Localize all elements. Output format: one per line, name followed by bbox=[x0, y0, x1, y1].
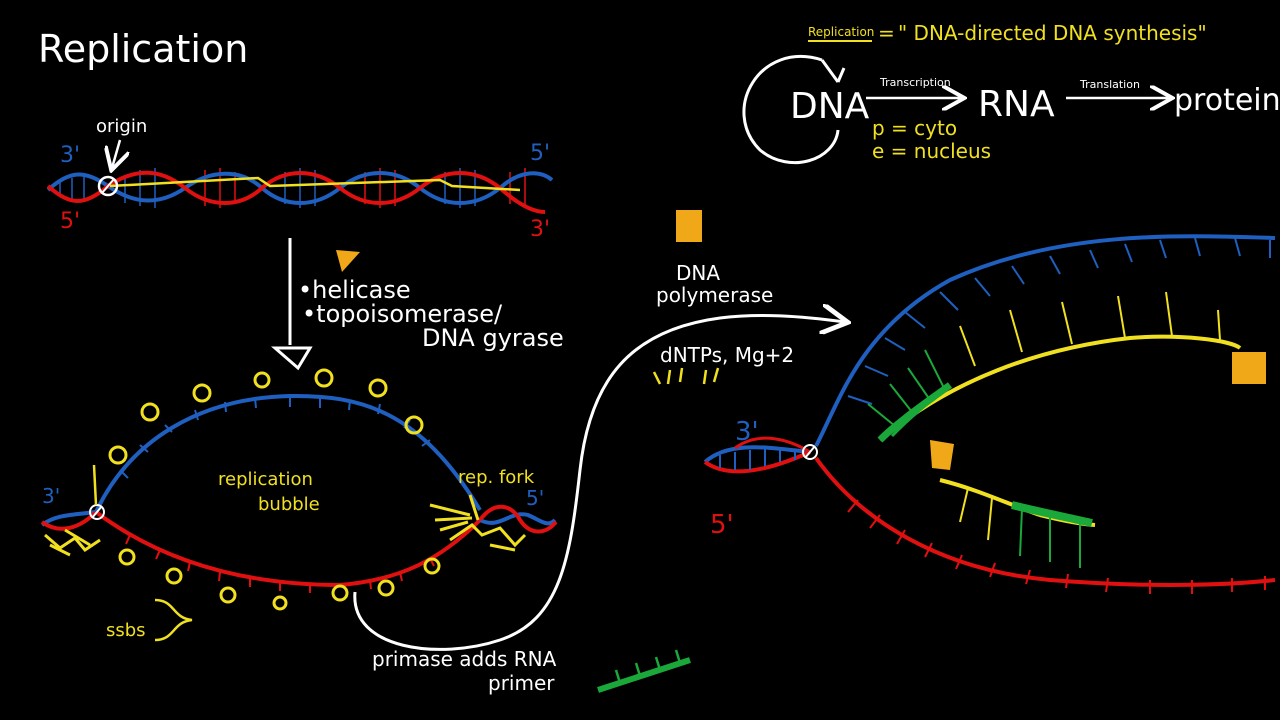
replication-small-label: Replication bbox=[808, 25, 874, 39]
right-replication-fork: 3' 5' bbox=[703, 234, 1276, 594]
helicase-icon bbox=[336, 250, 360, 272]
left-helicase-burst bbox=[44, 528, 101, 557]
process-flow-arrow bbox=[353, 315, 845, 651]
origin-marker bbox=[97, 175, 119, 197]
primase-line2: primer bbox=[488, 671, 555, 695]
rna-primer-icon bbox=[597, 649, 691, 693]
ssb-proteins bbox=[108, 368, 441, 611]
dntp-marks bbox=[652, 367, 720, 385]
replication-bubble: replication bubble rep. fork 3' 5' ssbs bbox=[40, 368, 558, 642]
origin-label: origin bbox=[96, 116, 147, 137]
down-arrow-head bbox=[270, 346, 313, 371]
helix-right-3prime: 3' bbox=[530, 217, 550, 242]
bubble-right-5prime: 5' bbox=[526, 486, 544, 510]
ssb-brace bbox=[154, 598, 193, 642]
ssb-label: ssbs bbox=[106, 620, 146, 641]
polymerase-name-line2: polymerase bbox=[656, 283, 773, 307]
rna-label: RNA bbox=[978, 84, 1055, 125]
dna-label: DNA bbox=[790, 86, 870, 127]
fork-3prime-label: 3' bbox=[735, 417, 759, 447]
right-helicase-burst bbox=[429, 503, 527, 552]
bubble-blue-strand bbox=[94, 393, 482, 513]
polymerase-name-line1: DNA bbox=[676, 261, 720, 285]
gyrase-label: DNA gyrase bbox=[422, 324, 564, 352]
eukaryote-note: e = nucleus bbox=[872, 139, 991, 163]
polymerase-requirements: dNTPs, Mg+2 bbox=[660, 343, 794, 367]
origin-arrow bbox=[112, 139, 120, 168]
primase-note: primase adds RNA primer bbox=[372, 647, 691, 695]
topoisomerase-label: •topoisomerase/ bbox=[302, 300, 503, 328]
rep-fork-label: rep. fork bbox=[458, 467, 535, 488]
replication-loop-arrow bbox=[742, 55, 840, 165]
translation-label: Translation bbox=[1079, 78, 1140, 91]
fork-red-ticks bbox=[847, 499, 1266, 594]
bubble-left-3prime: 3' bbox=[42, 484, 60, 508]
top-double-helix: origin 3' 5' 5' 3' bbox=[46, 116, 554, 242]
prokaryote-note: p = cyto bbox=[872, 116, 957, 140]
fork-blue-strand bbox=[814, 234, 1276, 447]
helicase-label: •helicase bbox=[298, 276, 411, 304]
dna-polymerase-icon bbox=[676, 210, 702, 242]
helix-red-strand bbox=[46, 170, 546, 214]
equals-sign: = bbox=[878, 21, 895, 45]
helix-blue-strand bbox=[46, 171, 554, 205]
central-dogma: Replication = " DNA-directed DNA synthes… bbox=[742, 21, 1280, 165]
transcription-label: Transcription bbox=[879, 76, 951, 89]
replication-definition: " DNA-directed DNA synthesis" bbox=[898, 21, 1207, 45]
fork-bottom-polymerase-icon bbox=[930, 440, 954, 470]
fork-5prime-label: 5' bbox=[710, 510, 734, 540]
protein-label: protein bbox=[1174, 83, 1280, 118]
fork-red-strand bbox=[814, 456, 1276, 587]
bubble-label-line1: replication bbox=[218, 469, 313, 490]
primase-line1: primase adds RNA bbox=[372, 647, 557, 671]
helix-left-3prime: 3' bbox=[60, 143, 80, 168]
fork-top-new-strand bbox=[878, 334, 1242, 442]
fork-top-yellow-ticks bbox=[959, 291, 1221, 367]
page-title: Replication bbox=[38, 27, 248, 71]
fork-top-polymerase-icon bbox=[1232, 352, 1266, 384]
bubble-red-strand bbox=[94, 510, 482, 588]
fork-blue-ticks bbox=[847, 237, 1271, 405]
helicase-step: •helicase •topoisomerase/ DNA gyrase bbox=[270, 238, 564, 371]
helix-yellow-line bbox=[109, 176, 521, 192]
helix-right-5prime: 5' bbox=[530, 141, 550, 166]
polymerase-block: DNA polymerase dNTPs, Mg+2 bbox=[652, 210, 794, 385]
bubble-label-line2: bubble bbox=[258, 494, 320, 515]
helix-left-5prime: 5' bbox=[60, 209, 80, 234]
